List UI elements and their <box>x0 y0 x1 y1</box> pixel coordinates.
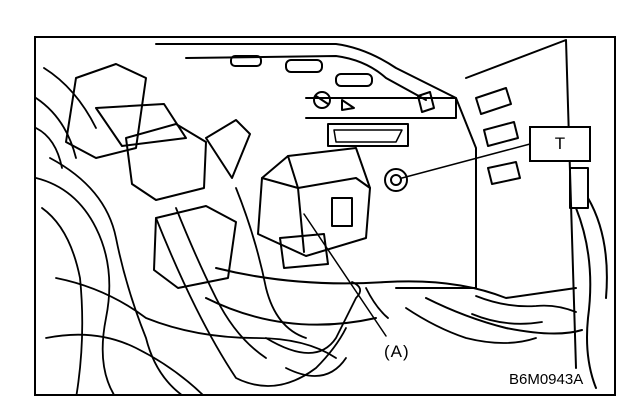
figure-code: B6M0943A <box>509 371 584 388</box>
torque-callout-box: T <box>529 126 591 162</box>
component-illustration <box>36 39 608 394</box>
wiring-harness <box>36 67 577 394</box>
control-module <box>257 147 371 269</box>
leader-lines <box>303 143 531 337</box>
relay-blocks <box>65 63 251 289</box>
upper-bracket <box>155 43 477 289</box>
side-panel <box>465 39 608 389</box>
torque-label: T <box>554 134 566 153</box>
bolt-icons <box>313 91 435 192</box>
part-a-label: (A) <box>384 342 410 361</box>
diagram-frame: T (A) B6M0943A <box>34 36 616 396</box>
